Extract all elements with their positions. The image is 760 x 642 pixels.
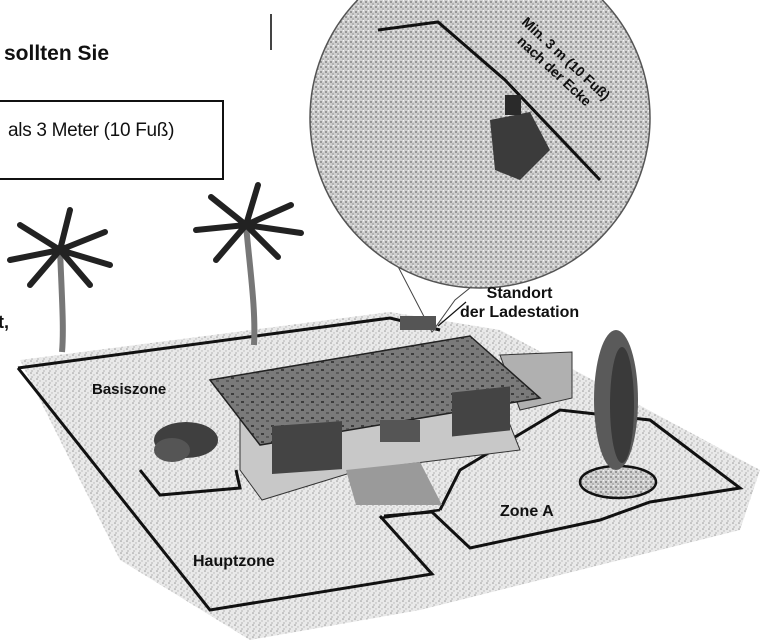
house-window-left (272, 421, 342, 474)
charging-station-base (505, 95, 521, 115)
section-heading-fragment: sollten Sie (4, 42, 110, 65)
label-zone-a: Zone A (500, 503, 554, 520)
label-charging-station-line1: Standort (486, 285, 553, 302)
station-marker (400, 316, 436, 330)
label-hauptzone: Hauptzone (193, 553, 275, 570)
magnifier-boundary-wire (377, 20, 602, 182)
column-divider (270, 14, 272, 50)
palm-tree-left (7, 207, 113, 353)
house-roof (208, 335, 542, 446)
cypress-tree-shade (610, 347, 634, 463)
charging-station (490, 112, 550, 180)
magnifier-circle (309, 0, 651, 289)
note-text-fragment: als 3 Meter (10 Fuß) (8, 120, 175, 141)
boundary-wire-base (138, 469, 242, 497)
shrub (154, 438, 190, 462)
label-charging-station-line2: der Ladestation (460, 304, 580, 321)
station-leader-line (437, 301, 467, 327)
label-basiszone: Basiszone (92, 381, 167, 398)
boundary-wire-left (16, 367, 435, 612)
house-window-right (452, 386, 510, 437)
house-porch (346, 462, 442, 505)
palm-tree-right (193, 182, 304, 346)
left-text-fragment: t, (0, 312, 9, 332)
note-box (0, 100, 224, 180)
tree-bed (578, 464, 658, 500)
house-door (380, 420, 420, 442)
label-charging-station: Standort der Ladestation (460, 284, 579, 322)
corridor-wire (379, 508, 441, 520)
